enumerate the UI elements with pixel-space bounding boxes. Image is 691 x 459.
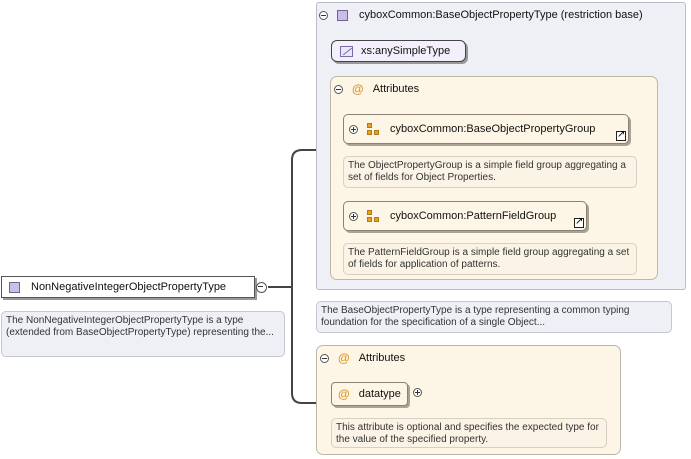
group-pattern-field[interactable]: cyboxCommon:PatternFieldGroup	[343, 201, 587, 231]
collapse-restriction-icon[interactable]	[319, 10, 328, 20]
expand-datatype-icon[interactable]	[413, 388, 422, 397]
root-element-label: NonNegativeIntegerObjectPropertyType	[31, 281, 227, 293]
simple-type-label: xs:anySimpleType	[361, 45, 451, 57]
expand-group-icon[interactable]	[349, 124, 358, 134]
attribute-group-icon	[367, 123, 381, 135]
datatype-attribute-box[interactable]: @ datatype	[331, 382, 408, 406]
reference-arrow-icon[interactable]	[574, 216, 584, 228]
datatype-annotation: This attribute is optional and specifies…	[331, 418, 607, 448]
restriction-annotation: The BaseObjectPropertyType is a type rep…	[316, 301, 672, 333]
expand-group-icon[interactable]	[349, 211, 358, 221]
collapse-root-icon[interactable]	[256, 282, 267, 293]
collapse-root-button[interactable]	[256, 282, 267, 293]
group-label: cyboxCommon:BaseObjectPropertyGroup	[390, 123, 596, 135]
group-annotation: The PatternFieldGroup is a simple field …	[343, 243, 637, 275]
complex-type-icon	[337, 9, 348, 21]
restriction-attributes-header: @ Attributes	[334, 82, 419, 96]
simple-type-icon	[340, 45, 353, 57]
restriction-header: cyboxCommon:BaseObjectPropertyType (rest…	[319, 8, 643, 22]
group-label: cyboxCommon:PatternFieldGroup	[390, 210, 557, 222]
simple-type-box[interactable]: xs:anySimpleType	[331, 40, 466, 62]
attributes-icon: @	[338, 351, 350, 365]
attribute-group-icon	[367, 210, 381, 222]
root-element-box[interactable]: NonNegativeIntegerObjectPropertyType	[1, 276, 255, 298]
restriction-attributes-label: Attributes	[372, 83, 420, 95]
datatype-label: datatype	[358, 388, 401, 400]
expand-datatype-button[interactable]	[413, 388, 422, 397]
own-attributes-header: @ Attributes	[320, 351, 405, 365]
collapse-restriction-attributes-icon[interactable]	[334, 84, 343, 94]
group-annotation: The ObjectPropertyGroup is a simple fiel…	[343, 156, 637, 188]
complex-type-icon	[9, 281, 20, 293]
attribute-icon: @	[338, 387, 350, 401]
attributes-icon: @	[352, 82, 364, 96]
collapse-own-attributes-icon[interactable]	[320, 353, 329, 363]
root-annotation: The NonNegativeIntegerObjectPropertyType…	[1, 311, 285, 357]
group-base-object-property[interactable]: cyboxCommon:BaseObjectPropertyGroup	[343, 114, 629, 144]
reference-arrow-icon[interactable]	[616, 129, 626, 141]
own-attributes-label: Attributes	[358, 352, 406, 364]
restriction-label: cyboxCommon:BaseObjectPropertyType (rest…	[359, 9, 643, 21]
